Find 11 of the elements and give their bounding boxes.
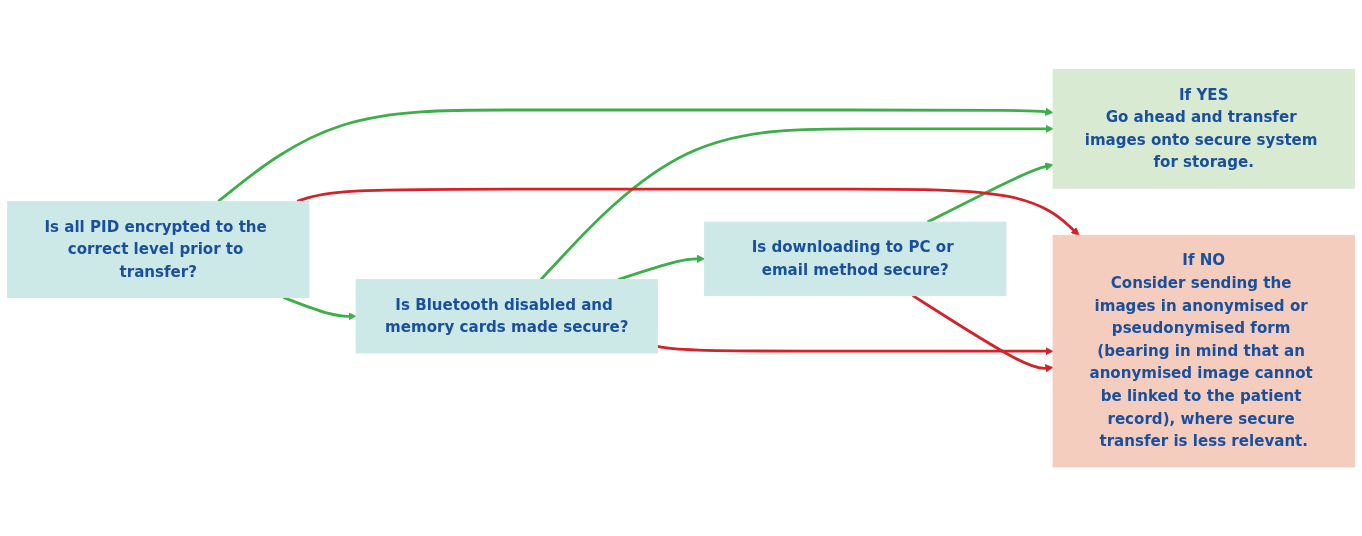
node-box: Is downloading to PC or email method secure? [704, 221, 1007, 296]
node-box: If YES Go ahead and transfer images onto secure system for storage. [1052, 68, 1355, 189]
arrow [657, 344, 1054, 355]
arrow [912, 294, 1054, 373]
arrow [617, 254, 705, 281]
node-box: Is Bluetooth disabled and memory cards made secure? [355, 278, 658, 354]
node-box: If NO Consider sending the images in anonymised or pseudonymised form (bearing in mind that an anonymised image cannot be linked to the patient record), where secure transfer is less relevant. [1052, 234, 1355, 468]
node-box: Is all PID encrypted to the correct level prior to transfer? [7, 200, 310, 298]
arrow [539, 124, 1054, 281]
arrow [296, 187, 1080, 236]
arrow [217, 107, 1054, 203]
